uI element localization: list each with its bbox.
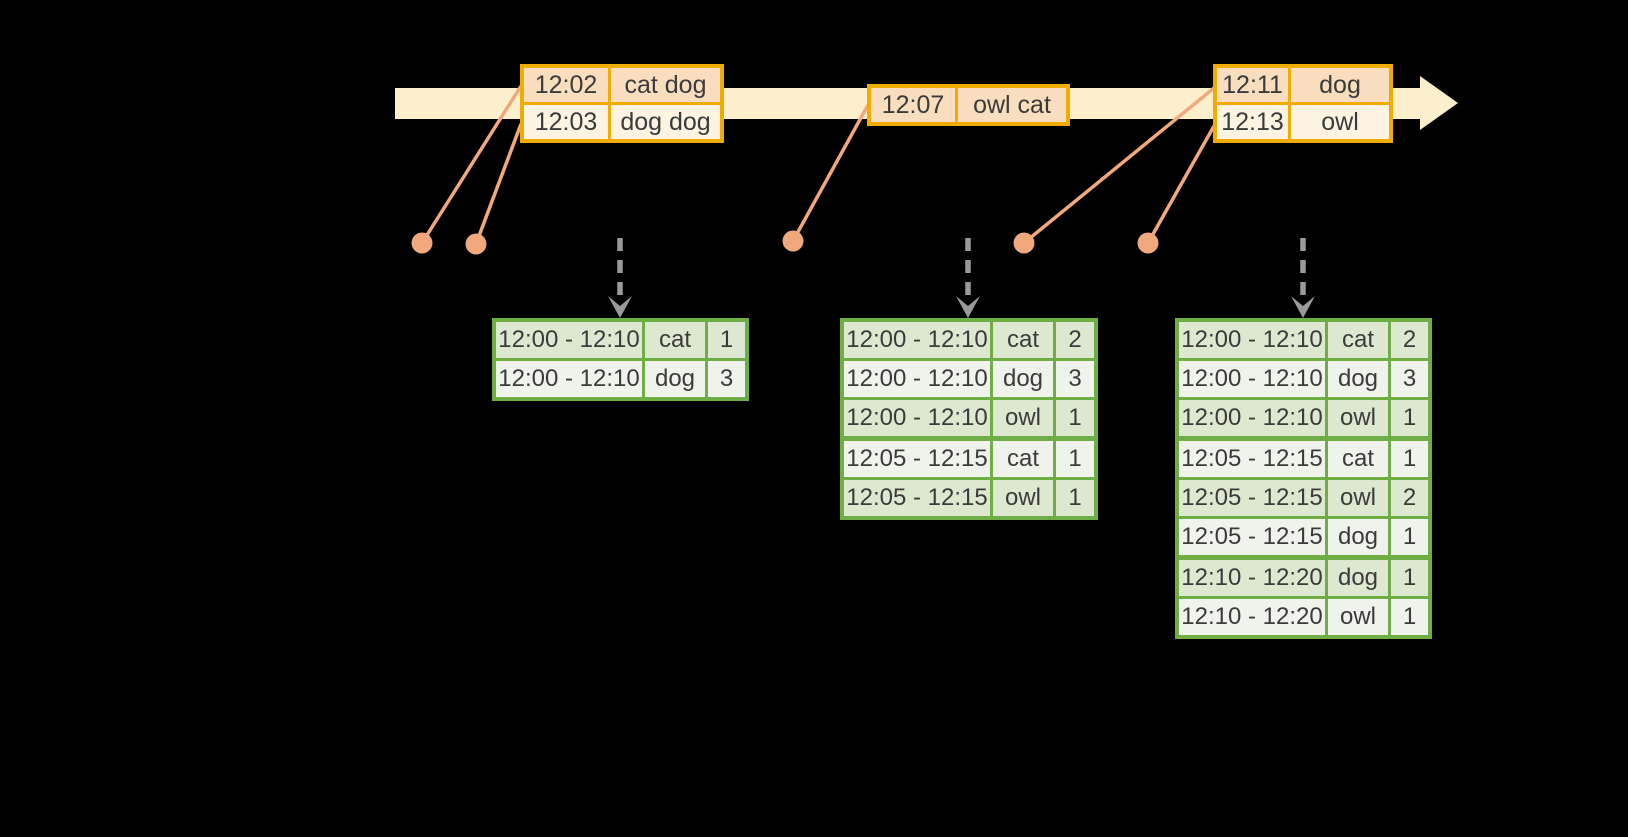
event-dot xyxy=(782,230,804,252)
event-dot xyxy=(1137,232,1159,254)
event-dot xyxy=(465,233,487,255)
timeline-arrowhead-icon xyxy=(1420,76,1458,130)
trigger-arrows xyxy=(608,238,1315,318)
event-table-3: 12:11 dog 12:13 owl xyxy=(1213,64,1393,143)
result-window: 12:05 - 12:15 xyxy=(1179,519,1328,555)
arrow-down-icon xyxy=(956,296,980,318)
event-connector-line xyxy=(474,123,523,245)
result-count: 1 xyxy=(719,326,734,353)
arrow-down-icon xyxy=(608,296,632,318)
result-row: 12:10 - 12:20 dog 1 xyxy=(1179,555,1428,596)
event-table-1: 12:02 cat dog 12:03 dog dog xyxy=(520,64,724,143)
result-window: 12:00 - 12:10 xyxy=(844,361,993,397)
result-table-2: 12:00 - 12:10 cat 2 12:00 - 12:10 dog 3 … xyxy=(840,318,1098,520)
result-row: 12:00 - 12:10 dog 3 xyxy=(1179,358,1428,397)
result-window: 12:05 - 12:15 xyxy=(1179,480,1328,516)
event-row: 12:02 cat dog xyxy=(524,68,720,102)
event-words: cat dog xyxy=(624,70,707,99)
result-word: cat xyxy=(993,322,1056,358)
result-word: owl xyxy=(993,400,1056,436)
result-count: 1 xyxy=(1068,484,1082,511)
result-count: 1 xyxy=(1402,564,1417,591)
result-count: 1 xyxy=(1068,404,1082,431)
event-dot xyxy=(411,232,433,254)
result-word: cat xyxy=(993,441,1056,477)
event-dots xyxy=(411,230,1159,255)
result-row: 12:00 - 12:10 cat 2 xyxy=(1179,322,1428,358)
result-word: dog xyxy=(1328,560,1391,596)
event-words: owl cat xyxy=(973,90,1051,119)
result-window: 12:00 - 12:10 xyxy=(844,400,993,436)
result-word: owl xyxy=(1328,400,1391,436)
event-row: 12:07 owl cat xyxy=(871,88,1066,122)
result-window: 12:00 - 12:10 xyxy=(1179,322,1328,358)
result-word: cat xyxy=(1328,441,1391,477)
result-word: dog xyxy=(1328,361,1391,397)
result-count: 3 xyxy=(719,365,734,392)
event-time: 12:11 xyxy=(1217,68,1291,102)
result-table-1: 12:00 - 12:10 cat 1 12:00 - 12:10 dog 3 xyxy=(492,318,749,401)
result-count: 1 xyxy=(1402,445,1417,472)
result-row: 12:05 - 12:15 cat 1 xyxy=(844,436,1094,477)
event-words: dog xyxy=(1319,70,1361,99)
result-row: 12:00 - 12:10 owl 1 xyxy=(1179,397,1428,436)
result-count: 2 xyxy=(1402,326,1417,353)
result-row: 12:05 - 12:15 dog 1 xyxy=(1179,516,1428,555)
result-word: dog xyxy=(1328,519,1391,555)
event-connector-line xyxy=(1146,125,1216,244)
result-word: owl xyxy=(993,480,1056,516)
result-word: owl xyxy=(1328,599,1391,635)
result-window: 12:05 - 12:15 xyxy=(844,480,993,516)
result-window: 12:00 - 12:10 xyxy=(496,361,645,397)
event-row: 12:11 dog xyxy=(1217,68,1389,102)
event-table-2: 12:07 owl cat xyxy=(867,84,1070,126)
result-count: 1 xyxy=(1402,603,1417,630)
result-count: 1 xyxy=(1402,523,1417,550)
result-count: 1 xyxy=(1068,445,1082,472)
arrow-down-icon xyxy=(1291,296,1315,318)
result-window: 12:00 - 12:10 xyxy=(496,322,645,358)
event-row: 12:13 owl xyxy=(1217,102,1389,139)
result-word: cat xyxy=(645,322,708,358)
result-row: 12:00 - 12:10 dog 3 xyxy=(496,358,745,397)
result-word: dog xyxy=(993,361,1056,397)
result-row: 12:00 - 12:10 cat 2 xyxy=(844,322,1094,358)
result-count: 2 xyxy=(1068,326,1082,353)
event-words: dog dog xyxy=(620,107,711,136)
event-time: 12:02 xyxy=(524,68,611,102)
result-window: 12:00 - 12:10 xyxy=(844,322,993,358)
result-count: 2 xyxy=(1402,484,1417,511)
result-row: 12:10 - 12:20 owl 1 xyxy=(1179,596,1428,635)
result-table-3: 12:00 - 12:10 cat 2 12:00 - 12:10 dog 3 … xyxy=(1175,318,1432,639)
result-row: 12:00 - 12:10 cat 1 xyxy=(496,322,745,358)
event-time: 12:13 xyxy=(1217,105,1291,139)
result-window: 12:10 - 12:20 xyxy=(1179,560,1328,596)
result-row: 12:05 - 12:15 cat 1 xyxy=(1179,436,1428,477)
result-word: cat xyxy=(1328,322,1391,358)
result-count: 1 xyxy=(1402,404,1417,431)
event-words: owl xyxy=(1321,107,1359,136)
result-row: 12:00 - 12:10 owl 1 xyxy=(844,397,1094,436)
result-count: 3 xyxy=(1402,365,1417,392)
result-word: dog xyxy=(645,361,708,397)
result-row: 12:05 - 12:15 owl 2 xyxy=(1179,477,1428,516)
event-dot xyxy=(1013,232,1035,254)
event-time: 12:03 xyxy=(524,105,611,139)
result-window: 12:05 - 12:15 xyxy=(844,441,993,477)
result-window: 12:10 - 12:20 xyxy=(1179,599,1328,635)
result-row: 12:00 - 12:10 dog 3 xyxy=(844,358,1094,397)
result-count: 3 xyxy=(1068,365,1082,392)
result-window: 12:00 - 12:10 xyxy=(1179,361,1328,397)
event-connector-line xyxy=(791,104,870,242)
result-row: 12:05 - 12:15 owl 1 xyxy=(844,477,1094,516)
event-time: 12:07 xyxy=(871,88,958,122)
result-word: owl xyxy=(1328,480,1391,516)
event-row: 12:03 dog dog xyxy=(524,102,720,139)
result-window: 12:00 - 12:10 xyxy=(1179,400,1328,436)
result-window: 12:05 - 12:15 xyxy=(1179,441,1328,477)
